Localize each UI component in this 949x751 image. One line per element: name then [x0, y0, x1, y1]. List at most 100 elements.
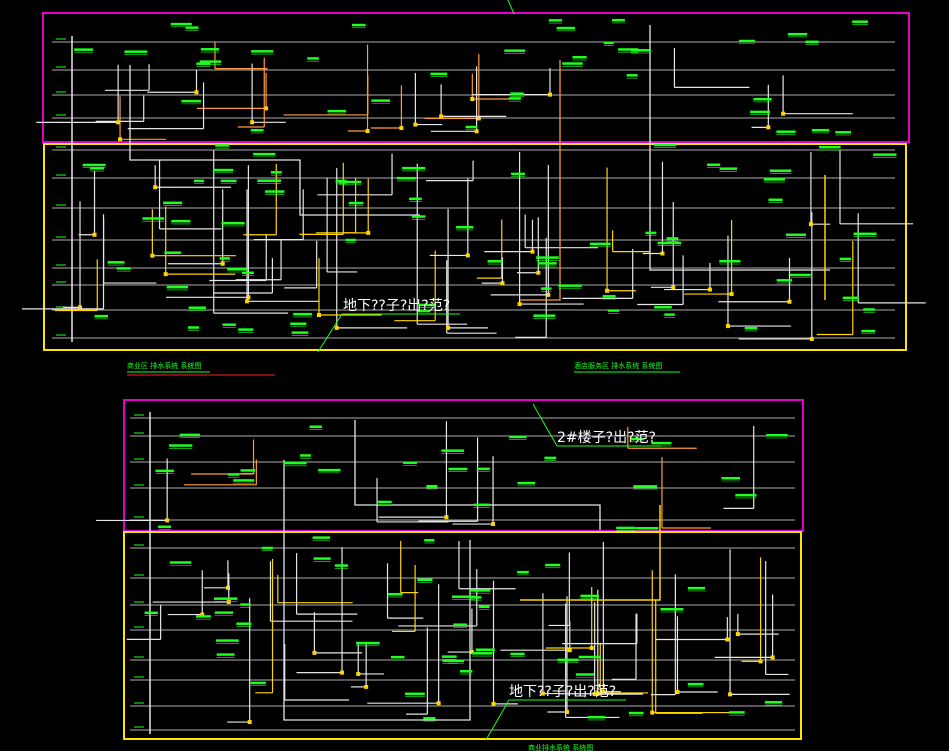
basement-region-frame [123, 531, 802, 740]
pipe-label-mark [853, 232, 877, 236]
pipe-label-mark [508, 97, 521, 100]
fitting [808, 222, 813, 227]
basement-region-frame [43, 143, 907, 351]
main-pipe [520, 60, 561, 301]
fitting [118, 137, 123, 142]
pipe-label-mark [240, 469, 256, 472]
fitting [735, 632, 740, 637]
pipe-label-mark [819, 145, 841, 149]
fitting [725, 637, 730, 642]
pipe-label-mark [94, 314, 108, 318]
pipe-network [22, 25, 926, 341]
fitting [675, 690, 680, 695]
pipe-label-mark [221, 221, 245, 225]
pipe-label-mark [863, 308, 875, 311]
pipe-label-mark [776, 130, 796, 133]
fitting [365, 129, 370, 134]
pipe-label-mark [852, 20, 869, 23]
pipe-label-mark [371, 99, 390, 102]
pipe-label-mark [293, 312, 313, 316]
pipe-label-mark [721, 476, 741, 480]
pipe-label-mark [155, 469, 174, 473]
pipe-label-mark [227, 473, 240, 476]
fitting [601, 689, 606, 694]
pipe-label-mark [839, 257, 851, 261]
fitting [356, 671, 361, 676]
fitting [225, 585, 230, 590]
pipe-label-mark [441, 655, 457, 658]
pipe-label-mark [510, 92, 524, 95]
pipe-label-mark [351, 23, 366, 27]
pipe-label-mark [187, 326, 200, 329]
main-pipe [649, 25, 830, 271]
pipe-label-mark [587, 715, 606, 719]
pipe-label-mark [185, 26, 199, 29]
pipe-label-mark [541, 287, 552, 290]
pipe-label-mark [283, 461, 307, 465]
pipe-label-mark [144, 611, 158, 615]
drawing-caption-right: 酒店服务区 排水系统 系统图 [574, 361, 662, 370]
pipe-label-mark [409, 197, 422, 201]
pipe-label-mark [873, 153, 897, 156]
fitting [595, 691, 600, 696]
pipe-label-mark [390, 655, 405, 659]
pipe-label-mark [193, 179, 205, 183]
pipe-label-mark [338, 180, 362, 184]
pipe-label-mark [163, 201, 183, 205]
fitting [728, 692, 733, 697]
drawing-caption-bottom: 商业排水系统 系统图 [528, 743, 593, 751]
drawing-1: 地下??子?出?范? 商业区 排水系统 系统图 酒店服务区 排水系统 系统图 [22, 0, 926, 376]
pipe-label-mark [233, 479, 255, 482]
pipe-label-mark [250, 129, 264, 132]
pipe-label-mark [430, 72, 448, 76]
pipe-label-mark [603, 41, 614, 45]
fitting [491, 701, 496, 706]
pipe-label-mark [291, 331, 309, 334]
fitting [200, 612, 205, 617]
pipe-label-mark [220, 179, 237, 183]
pipe-label-mark [376, 500, 392, 504]
pipe-label-mark [556, 26, 576, 30]
leader-line [485, 699, 510, 741]
pipe-label-mark [290, 322, 307, 325]
pipe-label-mark [861, 329, 876, 333]
pipe-label-mark [250, 681, 266, 685]
pipe-label-mark [215, 144, 229, 147]
pipe-label-mark [645, 231, 657, 235]
pipe-label-mark [509, 435, 527, 439]
pipe-label-mark [261, 546, 273, 550]
floor-lines [52, 36, 895, 342]
fitting [517, 302, 522, 307]
pipe-label-mark [612, 18, 625, 22]
pipe-label-mark [264, 190, 285, 193]
fitting [250, 120, 255, 125]
pipe-label-mark [811, 128, 830, 132]
pipe-label-mark [660, 607, 684, 611]
fitting [366, 230, 371, 235]
pipe-label-mark [572, 56, 587, 59]
pipe-label-mark [536, 256, 559, 259]
fitting [444, 515, 449, 520]
fitting [264, 106, 269, 111]
pipe-label-mark [213, 168, 234, 172]
pipe-labels [74, 18, 897, 336]
fitting [334, 325, 339, 330]
pipe-label-mark [687, 682, 704, 686]
fitting [226, 600, 231, 605]
fitting [317, 312, 322, 317]
pipe-label-mark [74, 48, 94, 51]
pipe-label-mark [651, 441, 672, 445]
pipe-label-mark [575, 673, 595, 676]
callout-text: 2#楼子?出?范? [557, 429, 656, 446]
pipe-label-mark [345, 238, 356, 242]
pipe-label-mark [417, 578, 433, 582]
pipe-label-mark [562, 62, 583, 65]
pipe-label-mark [418, 303, 437, 307]
drawing-caption-left: 商业区 排水系统 系统图 [127, 361, 201, 370]
fitting [758, 659, 763, 664]
pipe-label-mark [785, 233, 807, 236]
fitting [476, 116, 481, 121]
fitting [547, 92, 552, 97]
pipe-label-mark [544, 456, 557, 460]
